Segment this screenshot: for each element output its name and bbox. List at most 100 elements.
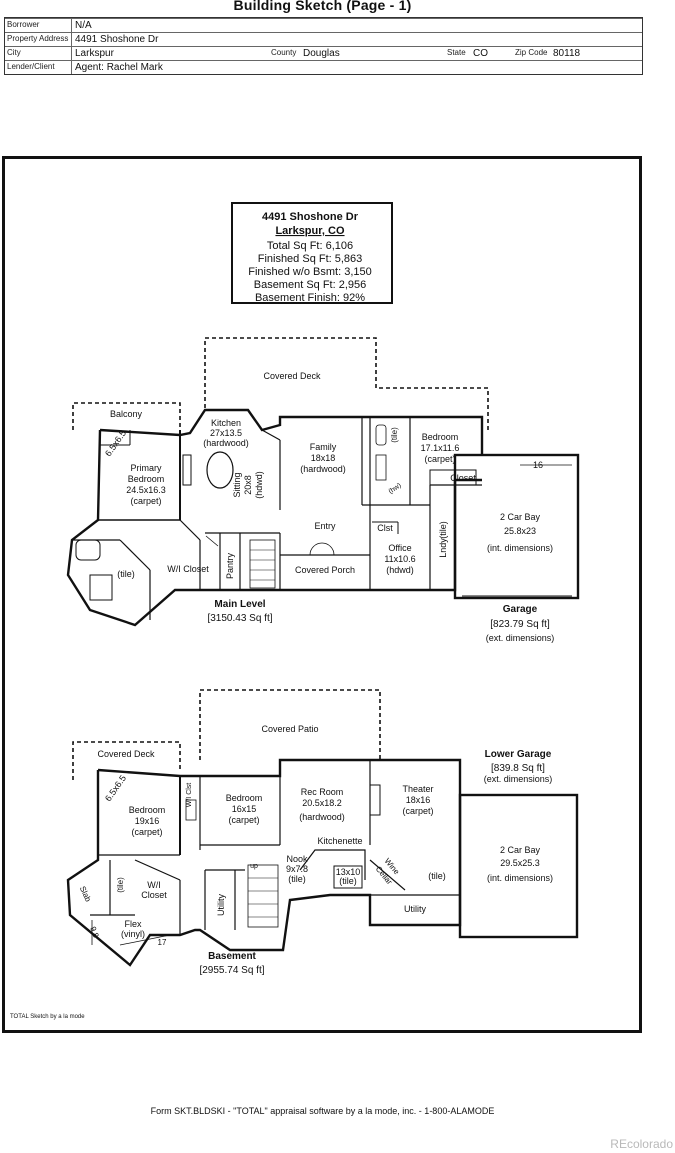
label-main-6565: 6.5x6.5	[103, 428, 128, 458]
covered-deck-basement-outline	[72, 741, 181, 780]
label-hw: (hw)	[388, 482, 403, 496]
covered-patio-outline	[199, 689, 381, 760]
label-theater-dims: 18x16	[406, 795, 431, 805]
label-bsmt-bedroom1-floor: (carpet)	[131, 827, 162, 837]
label-primary-dims: 24.5x16.3	[126, 485, 166, 495]
label-garage-note: (int. dimensions)	[487, 543, 553, 553]
label-rec-dims: 20.5x18.2	[302, 798, 342, 808]
summary-finished: Finished Sq Ft: 5,863	[258, 253, 363, 265]
main-stair-fixture	[249, 539, 276, 589]
label-lower-garage: Lower Garage	[485, 749, 552, 760]
closet-box	[429, 469, 477, 486]
label-bsmt-closet: Closet	[141, 890, 167, 900]
county-value: Douglas	[303, 48, 340, 59]
city-value: Larkspur	[75, 48, 114, 59]
label-garage-bay: 2 Car Bay	[500, 512, 541, 522]
entry-door-right	[321, 542, 335, 556]
label-clst: Clst	[377, 523, 393, 533]
county-label: County	[271, 48, 297, 57]
balcony-outline	[72, 402, 181, 430]
label-bsmt-covered-deck: Covered Deck	[97, 749, 155, 759]
label-tile13: 13x10	[336, 867, 361, 877]
label-closet: Closet	[450, 473, 476, 483]
shower	[89, 574, 113, 601]
basement-stair	[247, 864, 279, 928]
label-slab: Slab	[78, 885, 93, 904]
label-bsmt-bedroom1-dims: 19x16	[135, 816, 160, 826]
borrower-row: Borrower N/A	[5, 18, 642, 33]
main-exterior-north	[99, 408, 484, 455]
basement-exterior	[66, 758, 462, 967]
main-exterior-south	[66, 429, 482, 627]
label-flex: Flex	[124, 919, 142, 929]
label-garage-dims: 25.8x23	[504, 526, 536, 536]
wall-closet	[179, 519, 201, 541]
label-lower-bay-dims: 29.5x25.3	[500, 858, 540, 868]
label-family: Family	[310, 442, 337, 452]
label-primary-2: Bedroom	[128, 474, 165, 484]
label-bedroom-floor: (carpet)	[424, 454, 455, 464]
label-basement: Basement	[208, 951, 256, 962]
summary-basement: Basement Sq Ft: 2,956	[254, 279, 367, 291]
zip-value: 80118	[553, 48, 581, 59]
label-garage-width: 16	[533, 460, 543, 470]
label-balcony: Balcony	[110, 409, 143, 419]
label-tile-bath: (tile)	[390, 427, 399, 443]
label-rec: Rec Room	[301, 787, 344, 797]
label-primary: Primary	[131, 463, 162, 473]
label-pantry: Pantry	[225, 552, 235, 579]
bsmt-closet-fixture	[185, 799, 197, 821]
label-nook-floor: (tile)	[288, 874, 306, 884]
label-lower-garage-ext: (ext. dimensions)	[484, 774, 553, 784]
garage-outline	[453, 453, 580, 600]
bathtub	[75, 539, 101, 561]
label-garage: Garage	[503, 604, 538, 615]
label-family-floor: (hardwood)	[300, 464, 346, 474]
bar-fixture	[369, 784, 381, 816]
label-office-dims: 11x10.6	[384, 554, 415, 564]
address-row: Property Address 4491 Shoshone Dr	[5, 32, 642, 47]
label-sitting-dims: 20x8	[243, 475, 253, 495]
sketch-sheet: 4491 Shoshone Dr Larkspur, CO Total Sq F…	[2, 156, 642, 1033]
label-basement-area: [2955.74 Sq ft]	[199, 965, 264, 976]
city-label: City	[7, 48, 21, 57]
label-bsmt-bedroom2-dims: 16x15	[232, 804, 257, 814]
label-family-dims: 18x18	[311, 453, 336, 463]
label-sitting-floor: (hdwd)	[254, 471, 264, 499]
flex-dim-line	[119, 934, 171, 946]
label-kitchen-dims: 27x13.5	[210, 428, 242, 438]
summary-finished-wo: Finished w/o Bsmt: 3,150	[248, 266, 372, 278]
label-nook: Nook	[286, 854, 308, 864]
label-kitchen: Kitchen	[211, 418, 241, 428]
label-wic: W/I Clst	[186, 783, 193, 808]
entry-door-left	[309, 542, 323, 556]
label-bsmt-utility: Utility	[404, 904, 426, 914]
label-bsmt-bedroom2-floor: (carpet)	[228, 815, 259, 825]
label-covered-patio: Covered Patio	[261, 724, 318, 734]
label-lower-bay: 2 Car Bay	[500, 845, 541, 855]
label-bsmt-bath-tile: (tile)	[116, 877, 125, 893]
label-dim-17: 17	[158, 938, 167, 947]
borrower-label: Borrower	[7, 20, 40, 29]
summary-city: Larkspur, CO	[275, 225, 345, 237]
label-nook-dims: 9x7.8	[286, 864, 308, 874]
label-dim-98: 9.8	[88, 925, 100, 939]
toilet-main	[375, 424, 387, 446]
city-row: City Larkspur County Douglas State CO Zi…	[5, 46, 642, 61]
counter-primary	[182, 454, 192, 486]
state-label: State	[447, 48, 466, 57]
brand-watermark: REcolorado	[610, 1137, 673, 1151]
label-main-area: [3150.43 Sq ft]	[207, 613, 272, 624]
zip-label: Zip Code	[515, 48, 548, 57]
label-lower-garage-area: [839.8 Sq ft]	[491, 763, 545, 774]
lender-row: Lender/Client Agent: Rachel Mark	[5, 60, 642, 75]
floor-plan: 4491 Shoshone Dr Larkspur, CO Total Sq F…	[66, 202, 580, 976]
wine-cellar-wall	[369, 859, 406, 891]
wall-bath-2	[119, 539, 151, 571]
sink-main	[375, 454, 387, 481]
label-bedroom: Bedroom	[422, 432, 459, 442]
label-theater: Theater	[402, 784, 433, 794]
label-bsmt-wi: W/I	[147, 880, 161, 890]
label-primary-floor: (carpet)	[130, 496, 161, 506]
label-bsmt-bedroom1: Bedroom	[129, 805, 166, 815]
